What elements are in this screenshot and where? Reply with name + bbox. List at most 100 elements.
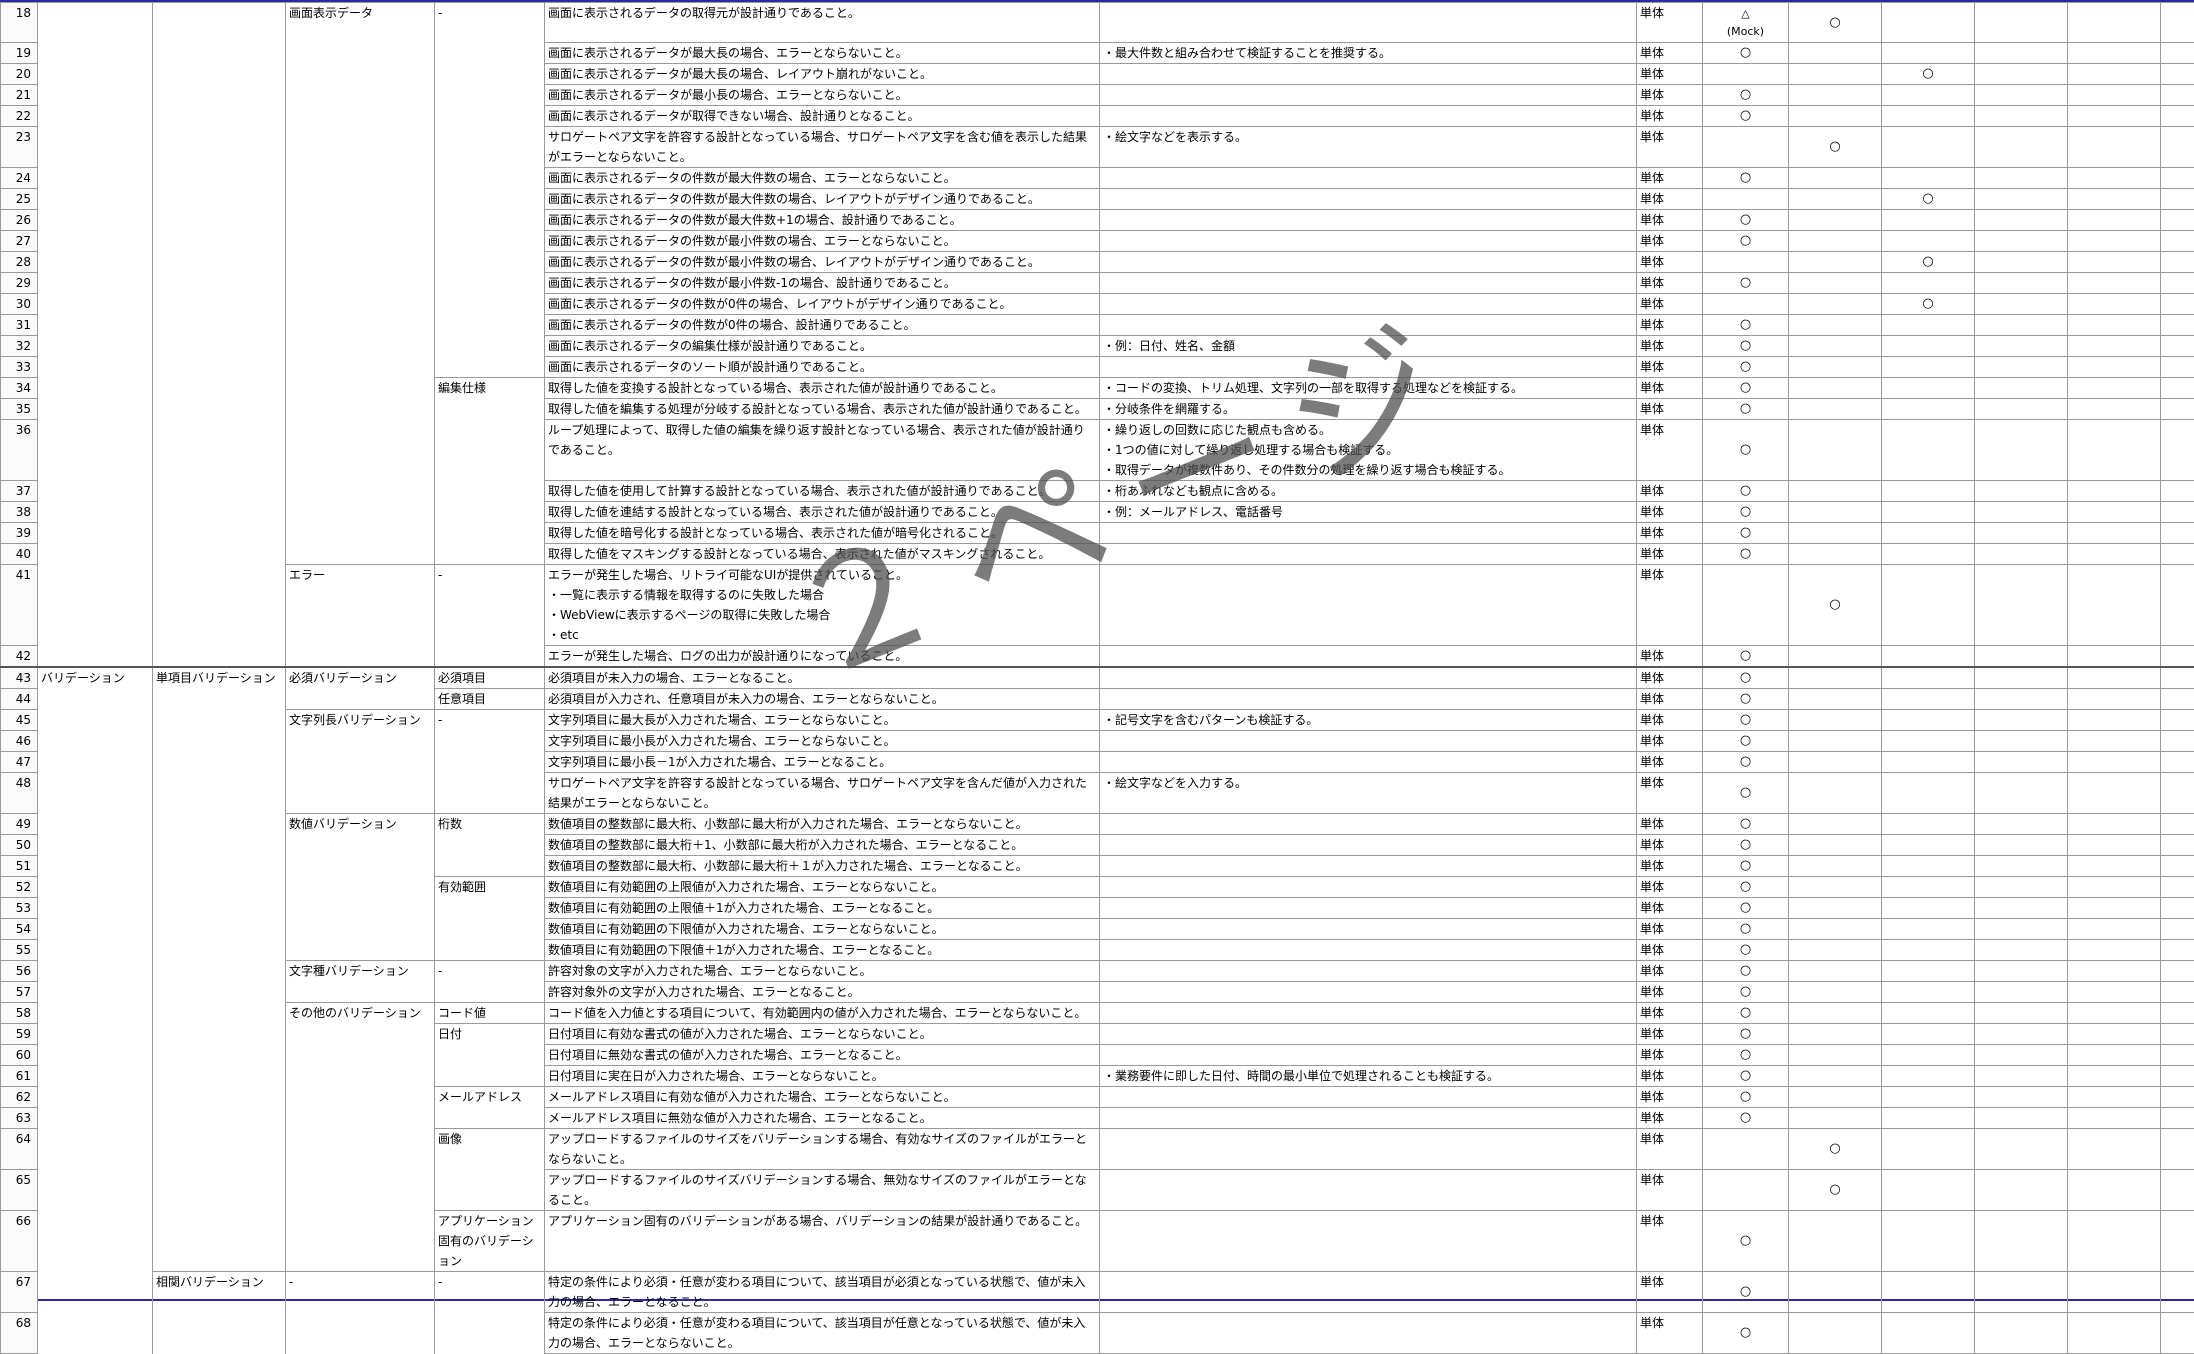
test-type-cell[interactable]: 単体 bbox=[1637, 1129, 1703, 1170]
category-3-cell[interactable] bbox=[286, 481, 435, 502]
empty-cell[interactable] bbox=[2068, 773, 2161, 814]
test-type-cell[interactable]: 単体 bbox=[1637, 189, 1703, 210]
check-mark-cell[interactable] bbox=[1882, 210, 1975, 231]
note-cell[interactable]: ・最大件数と組み合わせて検証することを推奨する。 bbox=[1100, 43, 1637, 64]
note-cell[interactable] bbox=[1100, 168, 1637, 189]
note-cell[interactable]: ・業務要件に即した日付、時間の最小単位で処理されることも検証する。 bbox=[1100, 1066, 1637, 1087]
row-number[interactable]: 32 bbox=[1, 336, 38, 357]
note-cell[interactable] bbox=[1100, 856, 1637, 877]
category-2-cell[interactable] bbox=[153, 1003, 286, 1024]
empty-cell[interactable] bbox=[2068, 85, 2161, 106]
row-number[interactable]: 44 bbox=[1, 689, 38, 710]
row-number[interactable]: 48 bbox=[1, 773, 38, 814]
check-mark-cell[interactable] bbox=[1789, 481, 1882, 502]
empty-cell[interactable] bbox=[2068, 919, 2161, 940]
test-type-cell[interactable]: 単体 bbox=[1637, 1108, 1703, 1129]
check-mark-cell[interactable]: ○ bbox=[1703, 835, 1789, 856]
category-3-cell[interactable] bbox=[286, 43, 435, 64]
category-3-cell[interactable] bbox=[286, 773, 435, 814]
category-2-cell[interactable] bbox=[153, 231, 286, 252]
check-mark-cell[interactable] bbox=[1789, 420, 1882, 481]
row-number[interactable]: 56 bbox=[1, 961, 38, 982]
test-type-cell[interactable]: 単体 bbox=[1637, 378, 1703, 399]
empty-cell[interactable] bbox=[1975, 814, 2068, 835]
check-mark-cell[interactable] bbox=[1703, 127, 1789, 168]
row-number[interactable]: 34 bbox=[1, 378, 38, 399]
check-mark-cell[interactable] bbox=[1882, 378, 1975, 399]
category-4-cell[interactable] bbox=[435, 856, 545, 877]
empty-cell[interactable] bbox=[2161, 1129, 2194, 1170]
check-mark-cell[interactable] bbox=[1882, 773, 1975, 814]
test-type-cell[interactable]: 単体 bbox=[1637, 64, 1703, 85]
empty-cell[interactable] bbox=[2161, 731, 2194, 752]
empty-cell[interactable] bbox=[2068, 502, 2161, 523]
row-number[interactable]: 25 bbox=[1, 189, 38, 210]
category-1-cell[interactable] bbox=[38, 689, 153, 710]
category-4-cell[interactable] bbox=[435, 982, 545, 1003]
check-mark-cell[interactable] bbox=[1789, 877, 1882, 898]
row-number[interactable]: 54 bbox=[1, 919, 38, 940]
check-mark-cell[interactable]: ○ bbox=[1703, 731, 1789, 752]
category-2-cell[interactable] bbox=[153, 877, 286, 898]
empty-cell[interactable] bbox=[2068, 710, 2161, 731]
check-mark-cell[interactable] bbox=[1789, 106, 1882, 127]
row-number[interactable]: 37 bbox=[1, 481, 38, 502]
description-cell[interactable]: 画面に表示されるデータのソート順が設計通りであること。 bbox=[545, 357, 1100, 378]
empty-cell[interactable] bbox=[2068, 378, 2161, 399]
description-cell[interactable]: 数値項目に有効範囲の上限値＋1が入力された場合、エラーとなること。 bbox=[545, 898, 1100, 919]
empty-cell[interactable] bbox=[2161, 1170, 2194, 1211]
check-mark-cell[interactable] bbox=[1882, 752, 1975, 773]
category-2-cell[interactable] bbox=[153, 315, 286, 336]
empty-cell[interactable] bbox=[2068, 1066, 2161, 1087]
category-3-cell[interactable] bbox=[286, 106, 435, 127]
check-mark-cell[interactable] bbox=[1789, 1087, 1882, 1108]
category-3-cell[interactable]: - bbox=[286, 1272, 435, 1313]
empty-cell[interactable] bbox=[1975, 646, 2068, 668]
row-number[interactable]: 67 bbox=[1, 1272, 38, 1313]
category-2-cell[interactable] bbox=[153, 982, 286, 1003]
empty-cell[interactable] bbox=[2161, 3, 2194, 43]
empty-cell[interactable] bbox=[1975, 856, 2068, 877]
category-3-cell[interactable]: 画面表示データ bbox=[286, 3, 435, 43]
empty-cell[interactable] bbox=[2068, 523, 2161, 544]
check-mark-cell[interactable] bbox=[1882, 399, 1975, 420]
empty-cell[interactable] bbox=[1975, 252, 2068, 273]
row-number[interactable]: 68 bbox=[1, 1313, 38, 1354]
category-3-cell[interactable] bbox=[286, 856, 435, 877]
row-number[interactable]: 39 bbox=[1, 523, 38, 544]
test-type-cell[interactable]: 単体 bbox=[1637, 336, 1703, 357]
category-4-cell[interactable] bbox=[435, 273, 545, 294]
category-3-cell[interactable] bbox=[286, 1087, 435, 1108]
note-cell[interactable] bbox=[1100, 1045, 1637, 1066]
category-1-cell[interactable] bbox=[38, 1003, 153, 1024]
row-number[interactable]: 36 bbox=[1, 420, 38, 481]
check-mark-cell[interactable] bbox=[1882, 3, 1975, 43]
test-type-cell[interactable]: 単体 bbox=[1637, 294, 1703, 315]
description-cell[interactable]: 画面に表示されるデータの取得元が設計通りであること。 bbox=[545, 3, 1100, 43]
empty-cell[interactable] bbox=[2068, 1129, 2161, 1170]
check-mark-cell[interactable]: ○ bbox=[1703, 399, 1789, 420]
check-mark-cell[interactable] bbox=[1882, 1066, 1975, 1087]
empty-cell[interactable] bbox=[1975, 106, 2068, 127]
note-cell[interactable] bbox=[1100, 85, 1637, 106]
note-cell[interactable] bbox=[1100, 231, 1637, 252]
empty-cell[interactable] bbox=[1975, 835, 2068, 856]
category-4-cell[interactable]: - bbox=[435, 1272, 545, 1313]
empty-cell[interactable] bbox=[2161, 1024, 2194, 1045]
check-mark-cell[interactable]: ○ bbox=[1789, 127, 1882, 168]
empty-cell[interactable] bbox=[1975, 919, 2068, 940]
test-type-cell[interactable]: 単体 bbox=[1637, 231, 1703, 252]
category-1-cell[interactable] bbox=[38, 898, 153, 919]
category-2-cell[interactable] bbox=[153, 1313, 286, 1354]
empty-cell[interactable] bbox=[2068, 961, 2161, 982]
check-mark-cell[interactable] bbox=[1882, 1108, 1975, 1129]
empty-cell[interactable] bbox=[2161, 646, 2194, 668]
check-mark-cell[interactable] bbox=[1882, 43, 1975, 64]
check-mark-cell[interactable] bbox=[1882, 856, 1975, 877]
test-type-cell[interactable]: 単体 bbox=[1637, 481, 1703, 502]
check-mark-cell[interactable]: ○ bbox=[1703, 1108, 1789, 1129]
category-4-cell[interactable] bbox=[435, 481, 545, 502]
check-mark-cell[interactable]: ○ bbox=[1703, 856, 1789, 877]
test-type-cell[interactable]: 単体 bbox=[1637, 1170, 1703, 1211]
category-3-cell[interactable] bbox=[286, 646, 435, 668]
